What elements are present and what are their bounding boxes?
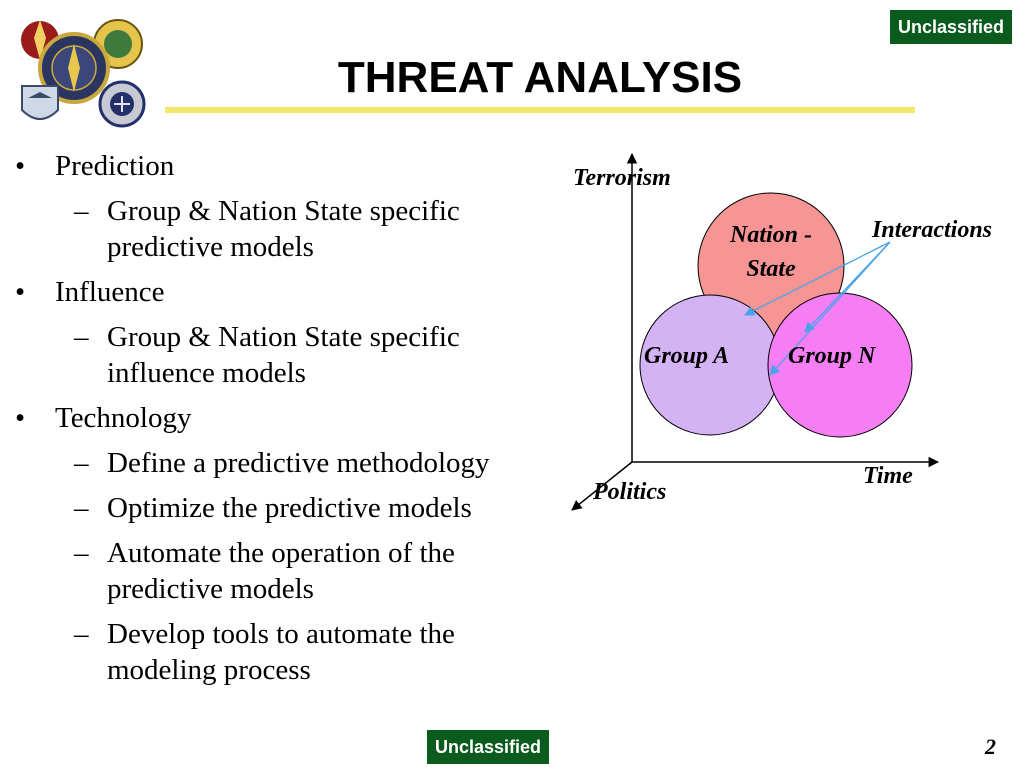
bullet-text: Automate the operation of the predictive…: [107, 537, 455, 605]
bullet-item-prediction: • Prediction: [0, 148, 570, 185]
bullet-text: Group & Nation State specific predictive…: [107, 195, 460, 263]
dash-mark: –: [74, 618, 89, 650]
bullet-text: Define a predictive methodology: [107, 447, 490, 479]
logo-cluster: [14, 8, 149, 130]
sub-bullet-predictive-models: –Group & Nation State specific predictiv…: [0, 193, 570, 265]
page-number: 2: [985, 734, 996, 759]
bullet-text: Influence: [55, 276, 165, 308]
bullet-text: Develop tools to automate the modeling p…: [107, 618, 455, 686]
dash-mark: –: [74, 321, 89, 353]
dash-mark: –: [74, 492, 89, 524]
interaction-arrow: [769, 241, 891, 376]
threat-diagram: Terrorism Time Politics Nation - State G…: [560, 150, 1024, 520]
dash-mark: –: [74, 195, 89, 227]
bullet-mark: •: [15, 150, 26, 182]
classification-banner-top: Unclassified: [889, 10, 1012, 44]
sub-bullet-influence-models: –Group & Nation State specific influence…: [0, 319, 570, 391]
axis-label-time: Time: [863, 463, 913, 489]
sub-bullet-define-methodology: –Define a predictive methodology: [0, 445, 570, 481]
slide-title: THREAT ANALYSIS: [337, 53, 743, 102]
dash-mark: –: [74, 537, 89, 569]
title-underline: [165, 107, 915, 113]
air-force-shield-icon: [21, 85, 59, 120]
axis-label-politics: Politics: [592, 479, 666, 505]
group-a-label: Group A: [644, 343, 729, 369]
nation-state-label: State: [746, 256, 796, 282]
bullet-item-influence: • Influence: [0, 274, 570, 311]
dash-mark: –: [74, 447, 89, 479]
bullet-mark: •: [15, 276, 26, 308]
depth-axis: [571, 461, 633, 511]
sub-bullet-automate-operation: –Automate the operation of the predictiv…: [0, 535, 570, 607]
sub-bullet-develop-tools: –Develop tools to automate the modeling …: [0, 616, 570, 688]
bullet-text: Group & Nation State specific influence …: [107, 321, 460, 389]
bullet-text: Prediction: [55, 150, 175, 182]
axis-label-terrorism: Terrorism: [573, 165, 671, 191]
navy-insignia-icon: [98, 80, 146, 128]
circle-group-n: [767, 292, 913, 438]
interaction-arrows: [744, 241, 891, 376]
bullet-list: •Prediction –Group & Nation State specif…: [0, 148, 570, 697]
classification-banner-bottom: Unclassified: [427, 730, 550, 764]
bullet-mark: •: [15, 402, 26, 434]
group-n-label: Group N: [788, 343, 877, 369]
nation-state-label: Nation -: [729, 222, 812, 248]
bullet-item-technology: • Technology: [0, 400, 570, 437]
sub-bullet-optimize-models: –Optimize the predictive models: [0, 490, 570, 526]
bullet-text: Optimize the predictive models: [107, 492, 472, 524]
bullet-text: Technology: [55, 402, 192, 434]
interactions-label: Interactions: [871, 217, 992, 243]
interaction-arrow: [744, 241, 891, 316]
